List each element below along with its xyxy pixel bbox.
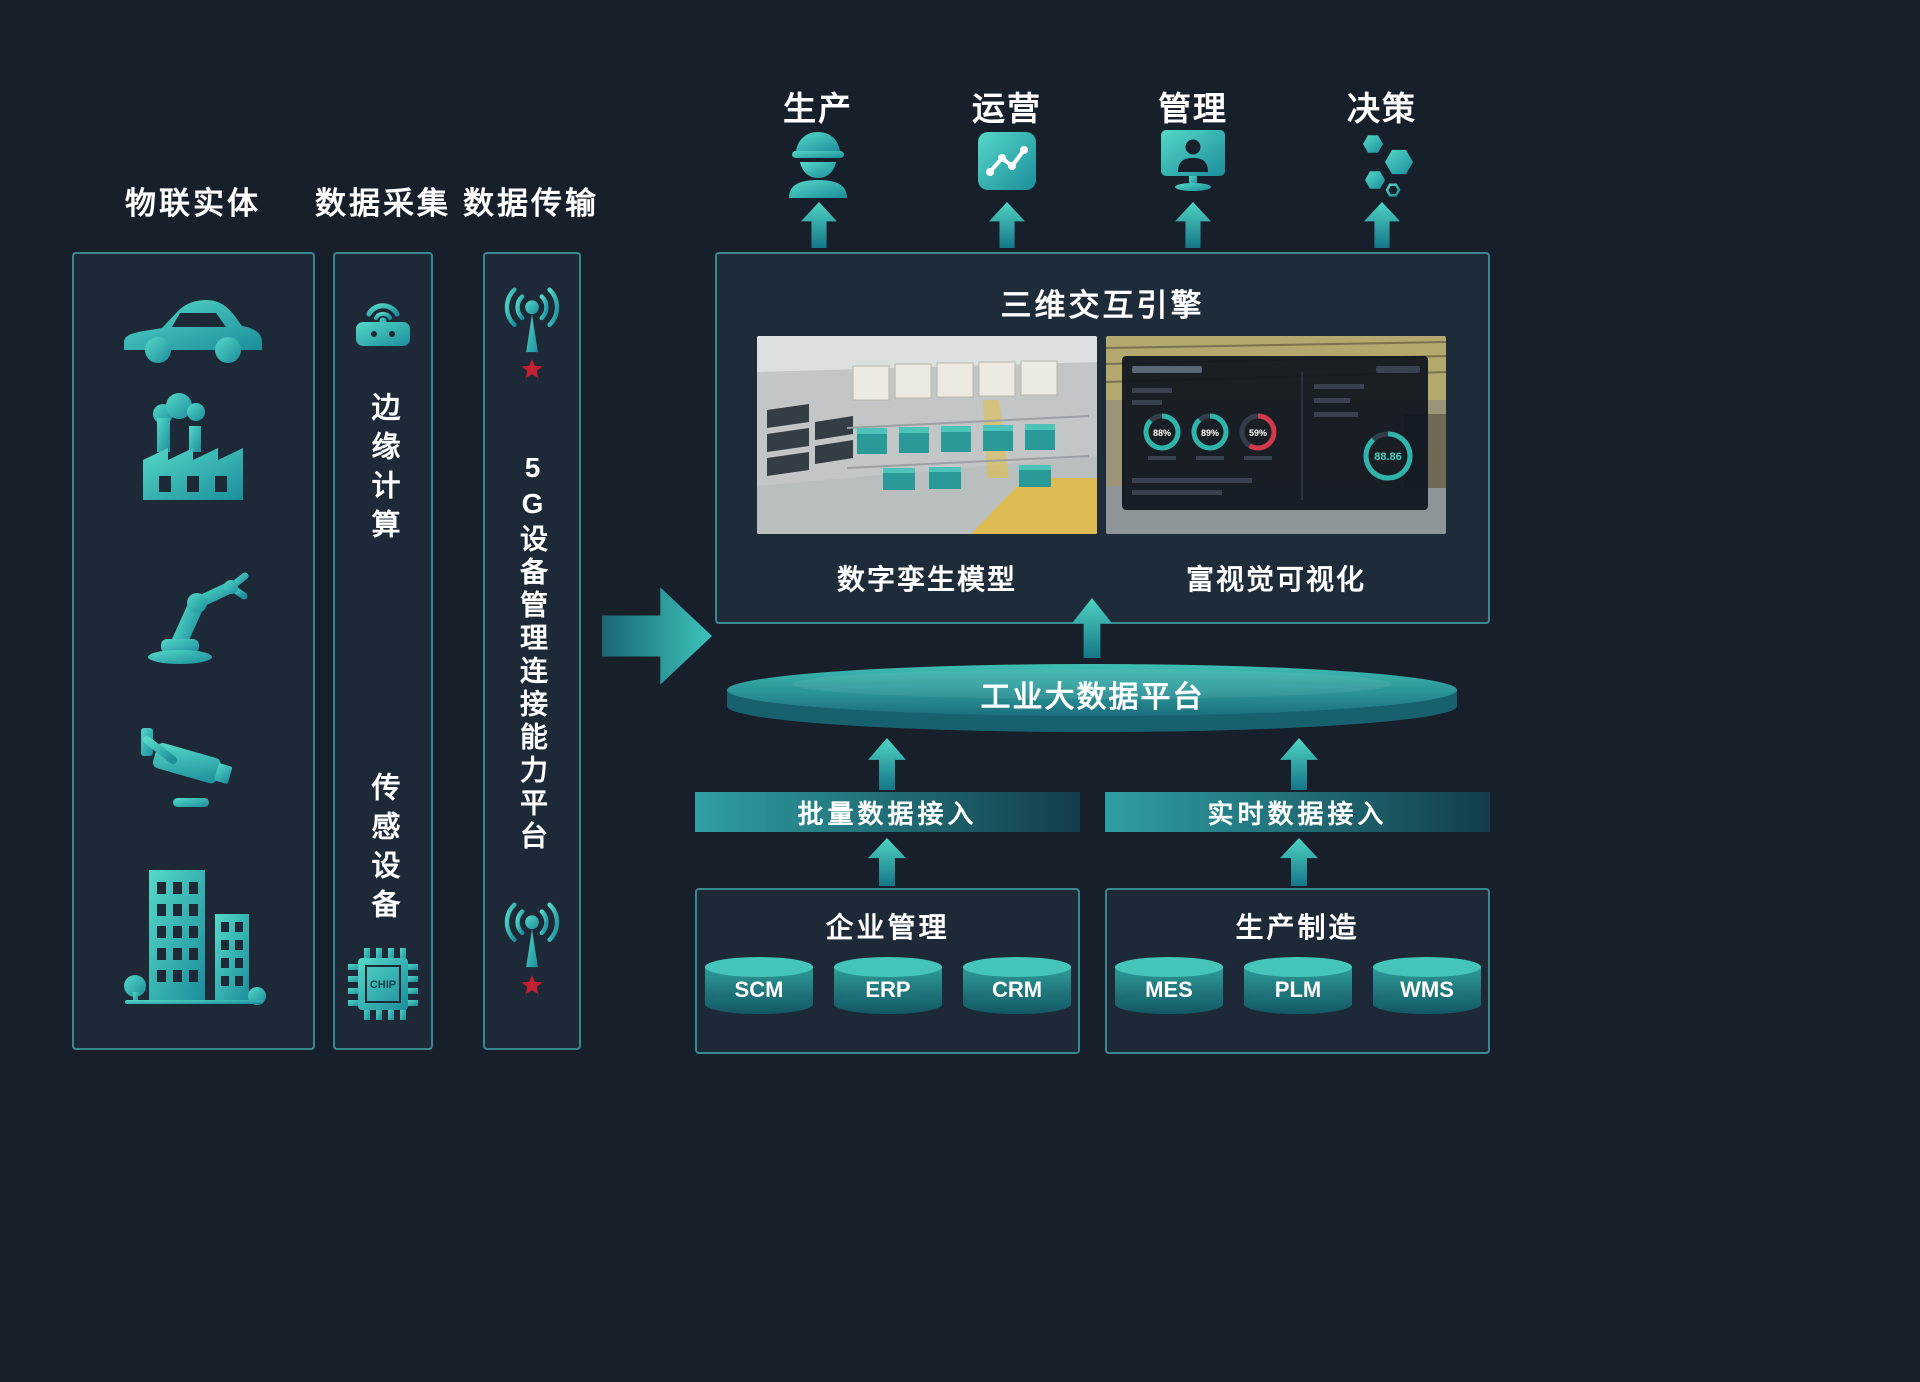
transmission-platform-label-wrap: 5G设备管理连接能力平台 [483,452,581,854]
erp-label: ERP [865,977,910,1002]
realtime-ingest-bar: 实时数据接入 [1105,792,1490,832]
rich-visualization-screenshot: 88% 89% 59% 88.86 [1106,336,1446,534]
car-icon [124,300,262,363]
big-data-platform-disc [727,664,1457,732]
antenna-icon-bottom [504,902,560,968]
scm-label: SCM [735,977,784,1002]
edge-router-icon [356,303,410,346]
crm-cylinder: CRM [963,957,1071,1014]
worker-icon [789,132,847,198]
arrow-up-enterprise-to-batch [868,838,906,886]
gauge-value-2: 89% [1201,428,1219,438]
big-data-platform-label: 工业大数据平台 [980,681,1205,714]
erp-cylinder: ERP [834,957,942,1014]
arrow-up-management [1175,202,1211,248]
flow-arrow-right [602,587,712,685]
plm-label: PLM [1275,977,1321,1002]
gauge-value-1: 88% [1153,428,1171,438]
big-gauge-value: 88.86 [1374,451,1402,463]
plm-cylinder: PLM [1244,957,1352,1014]
data-transmission-header: 数据传输 [463,186,599,221]
sensor-devices-label: 传感设备 [367,772,399,928]
arrow-up-production [801,202,837,248]
wms-cylinder: WMS [1373,957,1481,1014]
output-decision-label: 决策 [1347,90,1417,127]
data-collection-header: 数据采集 [315,186,451,221]
batch-ingest-label: 批量数据接入 [797,798,978,829]
digital-twin-screenshot [757,336,1097,534]
arrow-up-manufacturing-to-realtime [1280,838,1318,886]
factory-icon [143,393,243,500]
big-data-platform-label-wrap: 工业大数据平台 [725,652,1460,736]
chart-icon [978,132,1036,190]
chip-icon: CHIP [348,948,418,1020]
mes-label: MES [1145,977,1193,1002]
robot-arm-icon [148,572,249,664]
buildings-icon [124,870,266,1005]
iot-entities-header: 物联实体 [125,186,261,221]
arrow-up-batch-to-platform [868,738,906,790]
digital-twin-caption: 数字孪生模型 [836,564,1017,595]
rich-visualization-render: 88% 89% 59% 88.86 [1106,336,1446,534]
enterprise-management-title: 企业管理 [825,912,950,943]
output-management-label: 管理 [1158,90,1228,127]
crm-label: CRM [992,977,1042,1002]
digital-twin-render [757,336,1097,534]
chip-label: CHIP [370,979,396,991]
transmission-platform-label: 5G设备管理连接能力平台 [517,452,548,854]
realtime-ingest-label: 实时数据接入 [1207,798,1388,829]
hexagons-icon [1363,135,1413,197]
scm-cylinder: SCM [705,957,813,1014]
rich-visualization-caption: 富视觉可视化 [1185,564,1366,595]
gauge-value-3: 59% [1249,428,1267,438]
output-operations-label: 运营 [972,90,1042,127]
antenna-icon-top [504,287,560,353]
engine-title: 三维交互引擎 [1000,288,1205,323]
production-manufacturing-title: 生产制造 [1235,912,1360,943]
arrow-up-realtime-to-platform [1280,738,1318,790]
batch-ingest-bar: 批量数据接入 [695,792,1080,832]
sensor-devices-label-wrap: 传感设备 [333,772,433,928]
edge-computing-label: 边缘计算 [367,392,399,548]
cctv-camera-icon [141,728,233,807]
edge-computing-label-wrap: 边缘计算 [333,392,433,548]
arrow-up-operations [989,202,1025,248]
output-production-label: 生产 [783,90,853,127]
mes-cylinder: MES [1115,957,1223,1014]
star-icon-bottom [521,975,543,995]
manager-screen-icon [1161,130,1225,191]
data-collection-panel [333,252,433,1050]
arrow-up-decision [1364,202,1400,248]
wms-label: WMS [1400,977,1454,1002]
star-icon-top [521,359,543,379]
